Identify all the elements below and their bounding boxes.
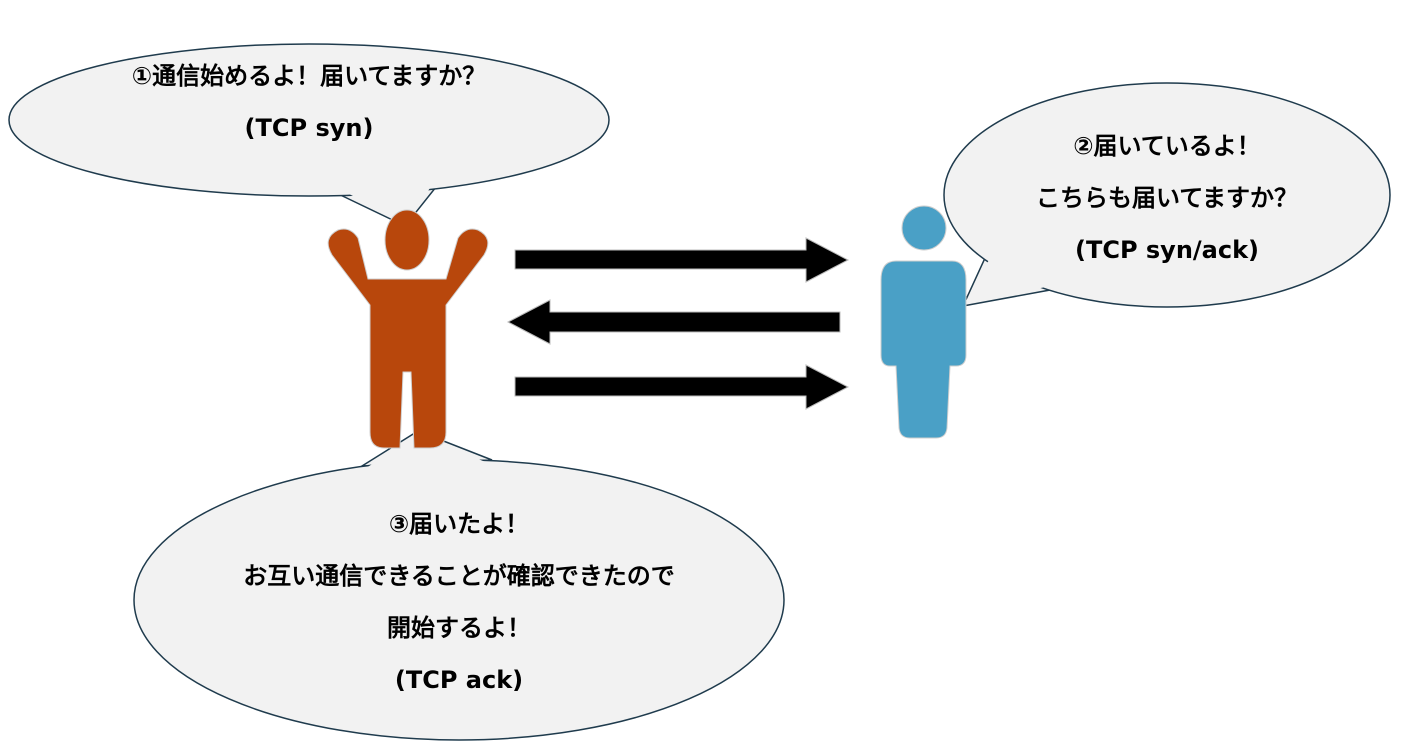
arrow-right-ack (514, 364, 850, 410)
bubble-ack-text: ③届いたよ！ お互い通信できることが確認できたので 開始するよ！ (TCP ac… (243, 498, 675, 706)
bubble-syn-text: ①通信始めるよ！届いてますか？ (TCP syn) (132, 50, 486, 154)
arrow-left-syn-ack (506, 299, 841, 345)
bubble-ack-line: (TCP ack) (394, 666, 524, 694)
bubble-syn-ack-line: ②届いているよ！ (1073, 132, 1261, 160)
bubble-ack-line: お互い通信できることが確認できたので (243, 562, 675, 590)
bubble-ack-line: ③届いたよ！ (388, 510, 530, 538)
arrow-right-syn (514, 237, 850, 283)
speech-bubble-ack (133, 430, 785, 741)
bubble-ack-line: 開始するよ！ (387, 614, 531, 642)
bubble-syn-ack-line: こちらも届いてますか？ (1035, 184, 1299, 212)
bubble-syn-line: ①通信始めるよ！届いてますか？ (131, 62, 487, 90)
bubble-syn-ack-text: ②届いているよ！ こちらも届いてますか？ (TCP syn/ack) (1036, 120, 1298, 276)
receiver-person-icon (880, 205, 967, 439)
sender-person-icon (327, 209, 489, 449)
bubble-syn-line: (TCP syn) (244, 114, 374, 142)
bubble-syn-ack-line: (TCP syn/ack) (1074, 236, 1260, 264)
speech-bubble-syn-ack (943, 82, 1391, 308)
